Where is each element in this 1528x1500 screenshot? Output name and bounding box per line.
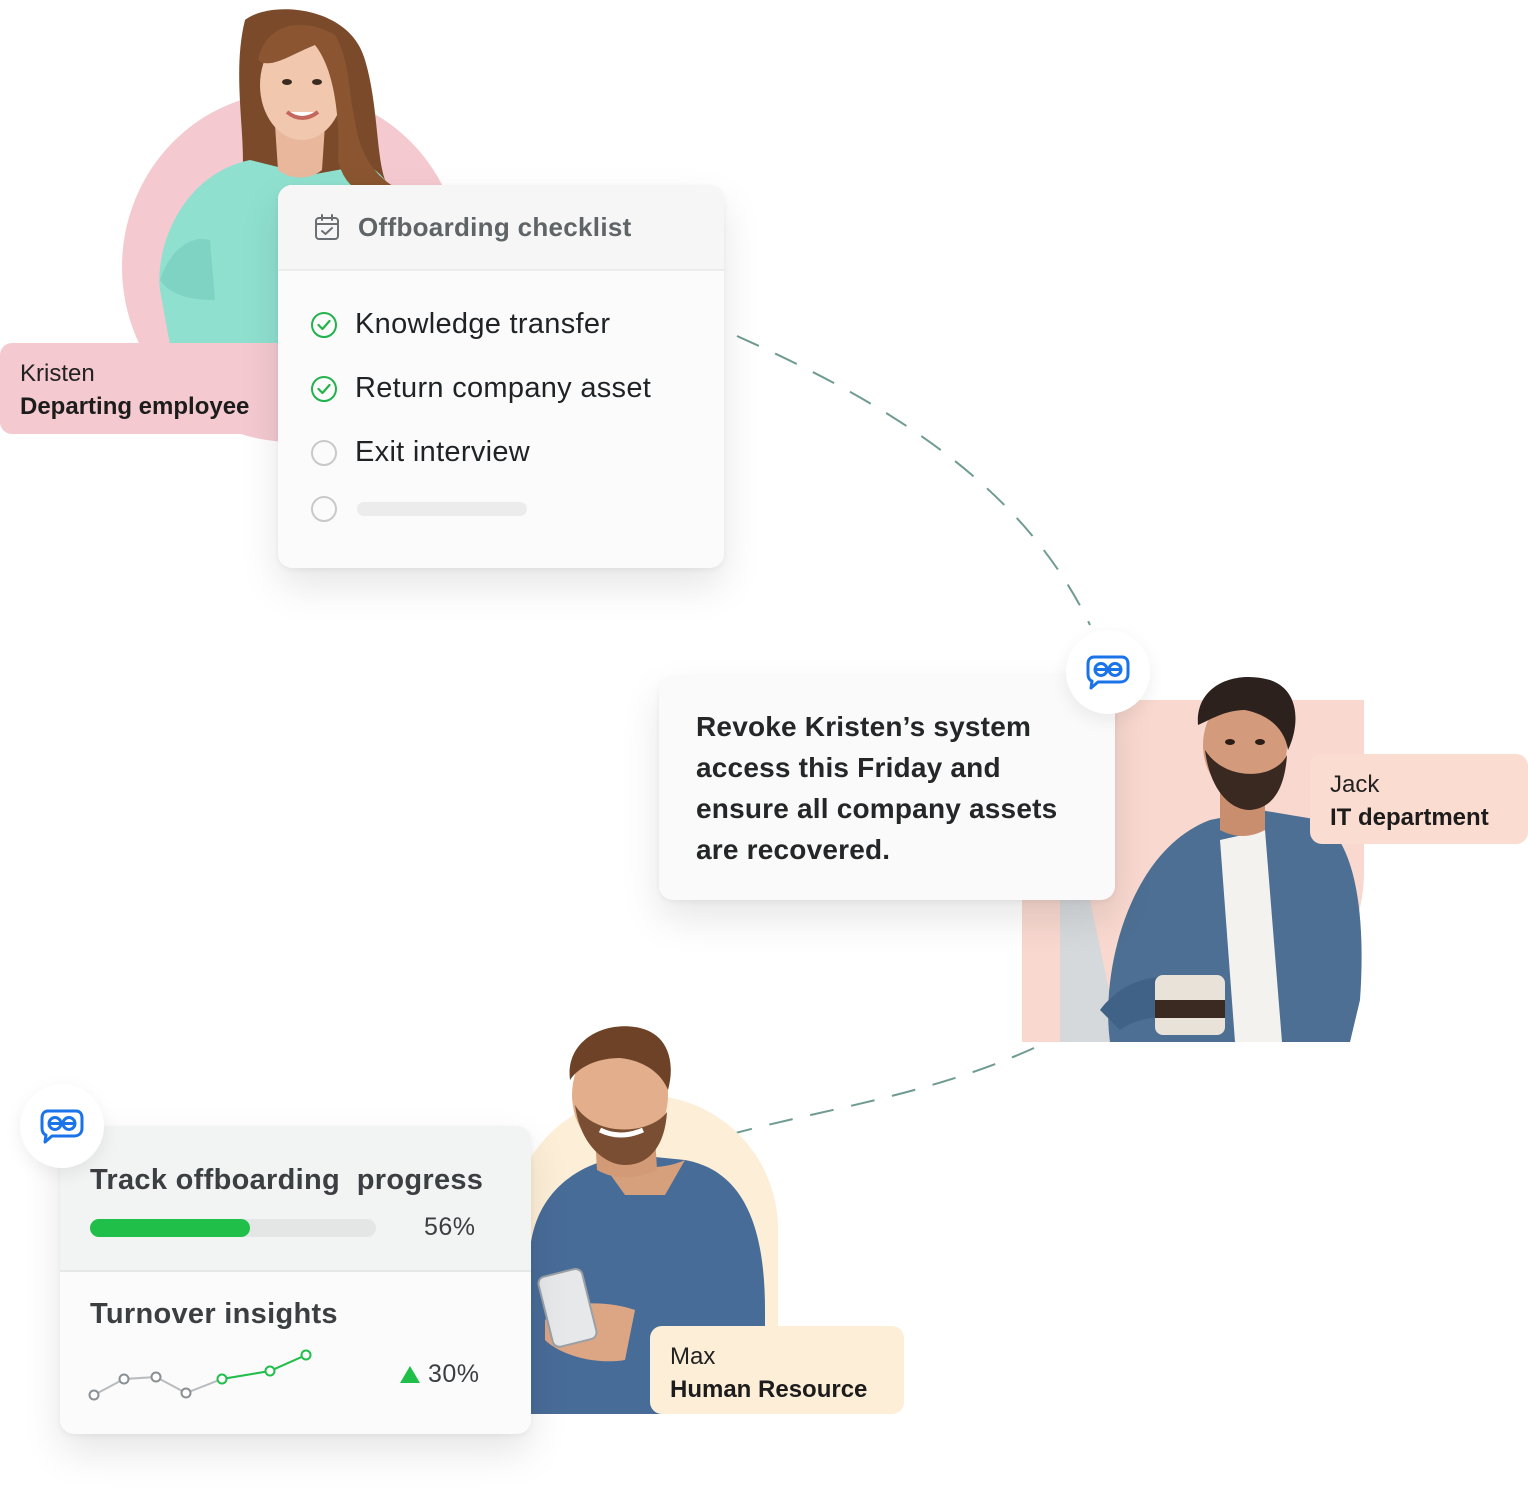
max-name: Max bbox=[670, 1343, 716, 1370]
connector-jack-to-max bbox=[731, 1047, 1035, 1135]
checklist-item-label: Return company asset bbox=[355, 372, 652, 404]
empty-circle-icon[interactable] bbox=[311, 439, 337, 466]
kristen-name-tag: Kristen Departing employee bbox=[0, 343, 296, 434]
progress-title: Track offboarding progress bbox=[90, 1164, 484, 1196]
progress-section: Track offboarding progress 56% bbox=[60, 1126, 531, 1272]
chat-badge[interactable] bbox=[1066, 630, 1150, 714]
trend-indicator: 30% bbox=[400, 1360, 480, 1389]
checklist-item[interactable]: Exit interview bbox=[311, 436, 530, 469]
calendar-check-icon bbox=[315, 214, 339, 240]
checklist-header: Offboarding checklist bbox=[278, 185, 724, 271]
skeleton-placeholder bbox=[357, 502, 527, 516]
jack-name: Jack bbox=[1330, 771, 1380, 798]
chat-bubble-icon bbox=[1086, 655, 1130, 690]
max-name-tag: Max Human Resource bbox=[650, 1326, 904, 1414]
checklist-item[interactable]: Knowledge transfer bbox=[311, 308, 610, 341]
checklist-item-label: Exit interview bbox=[355, 436, 531, 468]
checklist-item[interactable]: Return company asset bbox=[311, 372, 651, 405]
message-text: Revoke Kristen’s system access this Frid… bbox=[696, 711, 1058, 865]
check-circle-icon[interactable] bbox=[311, 311, 337, 338]
turnover-sparkline bbox=[88, 1349, 312, 1401]
progress-percent: 56% bbox=[424, 1213, 476, 1241]
jack-name-tag: Jack IT department bbox=[1310, 754, 1528, 844]
check-circle-icon[interactable] bbox=[311, 375, 337, 402]
trend-up-icon bbox=[400, 1366, 420, 1383]
sparkline-point bbox=[88, 1389, 100, 1401]
sparkline-point bbox=[150, 1371, 162, 1383]
offboarding-checklist-card: Offboarding checklist Knowledge transfer… bbox=[278, 185, 724, 568]
insights-title: Turnover insights bbox=[90, 1298, 338, 1330]
kristen-name: Kristen bbox=[20, 360, 95, 387]
chat-bubble-icon bbox=[40, 1109, 84, 1144]
sparkline-point bbox=[264, 1365, 276, 1377]
sparkline-point bbox=[300, 1349, 312, 1361]
checklist-title: Offboarding checklist bbox=[358, 211, 632, 242]
message-card: Revoke Kristen’s system access this Frid… bbox=[659, 676, 1115, 900]
checklist-item-placeholder bbox=[311, 496, 527, 522]
progress-card: Track offboarding progress 56% Turnover … bbox=[60, 1126, 531, 1434]
sparkline-point bbox=[180, 1387, 192, 1399]
jack-role: IT department bbox=[1330, 804, 1489, 831]
connector-checklist-to-message bbox=[736, 335, 1091, 626]
kristen-role: Departing employee bbox=[20, 393, 250, 420]
progress-bar bbox=[90, 1219, 376, 1237]
empty-circle-icon bbox=[311, 496, 337, 522]
checklist-item-label: Knowledge transfer bbox=[355, 308, 611, 340]
trend-value: 30% bbox=[428, 1360, 480, 1388]
max-role: Human Resource bbox=[670, 1376, 868, 1403]
jack-photo bbox=[1060, 677, 1362, 1042]
sparkline-point bbox=[118, 1373, 130, 1385]
sparkline-point bbox=[216, 1373, 228, 1385]
progress-bar-fill bbox=[90, 1219, 250, 1237]
chat-badge[interactable] bbox=[20, 1084, 104, 1168]
